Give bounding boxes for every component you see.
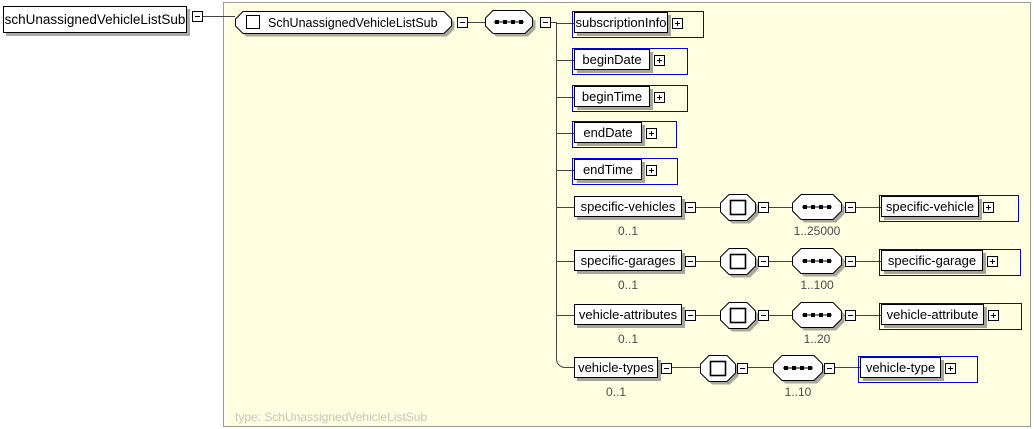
multi-occurrence-frame [879,303,1022,330]
multi-occurrence-frame [572,48,688,75]
occurrence-label: 0..1 [617,332,638,346]
element-box[interactable]: vehicle-attributes [574,304,682,325]
sequence-compositor-icon[interactable] [792,302,845,331]
connector-elbow [556,358,567,368]
occurrence-label: 1..10 [784,385,812,399]
element-box[interactable]: specific-vehicle [881,196,979,217]
sequence-compositor-icon[interactable] [485,10,536,37]
expand-icon[interactable] [988,310,999,321]
model-group-icon[interactable] [720,302,759,332]
occurrence-label: 1..20 [803,332,831,346]
collapse-icon[interactable] [758,256,769,267]
multi-occurrence-frame [572,11,704,38]
complextype-icon [246,15,260,29]
collapse-icon[interactable] [845,202,856,213]
sequence-compositor-icon[interactable] [792,194,845,223]
occurrence-label: 0..1 [617,224,638,238]
collapse-icon[interactable] [737,363,748,374]
element-box[interactable]: specific-garages [574,250,682,271]
complextype-shape[interactable] [235,11,455,37]
multi-occurrence-frame [572,158,678,185]
expand-icon[interactable] [646,128,657,139]
collapse-icon[interactable] [192,11,203,22]
connector-trunk [556,22,557,359]
multi-occurrence-frame [879,249,1021,276]
connector-line [556,315,883,316]
sequence-compositor-icon[interactable] [792,248,845,277]
connector-line [203,16,235,17]
expand-icon[interactable] [987,256,998,267]
collapse-icon[interactable] [457,17,468,28]
collapse-icon[interactable] [758,310,769,321]
multi-occurrence-frame [858,356,978,383]
complextype-label: SchUnassignedVehicleListSub [268,15,438,30]
connector-line [556,133,574,134]
element-box[interactable]: endDate [574,122,642,143]
collapse-icon[interactable] [845,256,856,267]
element-box[interactable]: subscriptionInfo [574,12,668,33]
occurrence-label: 0..1 [617,278,638,292]
connector-line [556,23,574,24]
connector-line [556,97,574,98]
collapse-icon[interactable] [845,310,856,321]
root-element-box[interactable]: schUnassignedVehicleListSub [3,6,187,33]
element-box[interactable]: beginTime [574,86,650,107]
model-group-icon[interactable] [720,194,759,224]
element-box[interactable]: endTime [574,159,642,180]
connector-line [551,22,557,23]
expand-icon[interactable] [646,165,657,176]
expand-icon[interactable] [983,202,994,213]
collapse-icon[interactable] [685,310,696,321]
model-group-icon[interactable] [720,248,759,278]
occurrence-label: 1..100 [800,278,834,292]
collapse-icon[interactable] [824,363,835,374]
connector-line [556,207,883,208]
collapse-icon[interactable] [758,202,769,213]
collapse-icon[interactable] [685,202,696,213]
connector-line [468,22,485,23]
collapse-icon[interactable] [685,256,696,267]
connector-line [556,60,574,61]
element-box[interactable]: vehicle-attribute [881,304,984,325]
element-box[interactable]: vehicle-types [574,357,658,378]
type-annotation: type: SchUnassignedVehicleListSub [235,410,428,424]
connector-line [556,261,883,262]
connector-line [556,170,574,171]
occurrence-label: 1..25000 [793,224,841,238]
element-box[interactable]: beginDate [574,49,650,70]
expand-icon[interactable] [654,92,665,103]
collapse-icon[interactable] [661,363,672,374]
element-box[interactable]: specific-garage [881,250,983,271]
multi-occurrence-frame [879,195,1019,222]
element-box[interactable]: specific-vehicles [574,196,682,217]
element-box[interactable]: vehicle-type [860,357,941,378]
expand-icon[interactable] [672,18,683,29]
occurrence-label: 0..1 [605,385,626,399]
model-group-icon[interactable] [700,355,739,385]
multi-occurrence-frame [572,121,677,148]
collapse-icon[interactable] [540,17,551,28]
expand-icon[interactable] [945,363,956,374]
expand-icon[interactable] [654,55,665,66]
sequence-compositor-icon[interactable] [773,355,826,384]
multi-occurrence-frame [572,85,688,112]
